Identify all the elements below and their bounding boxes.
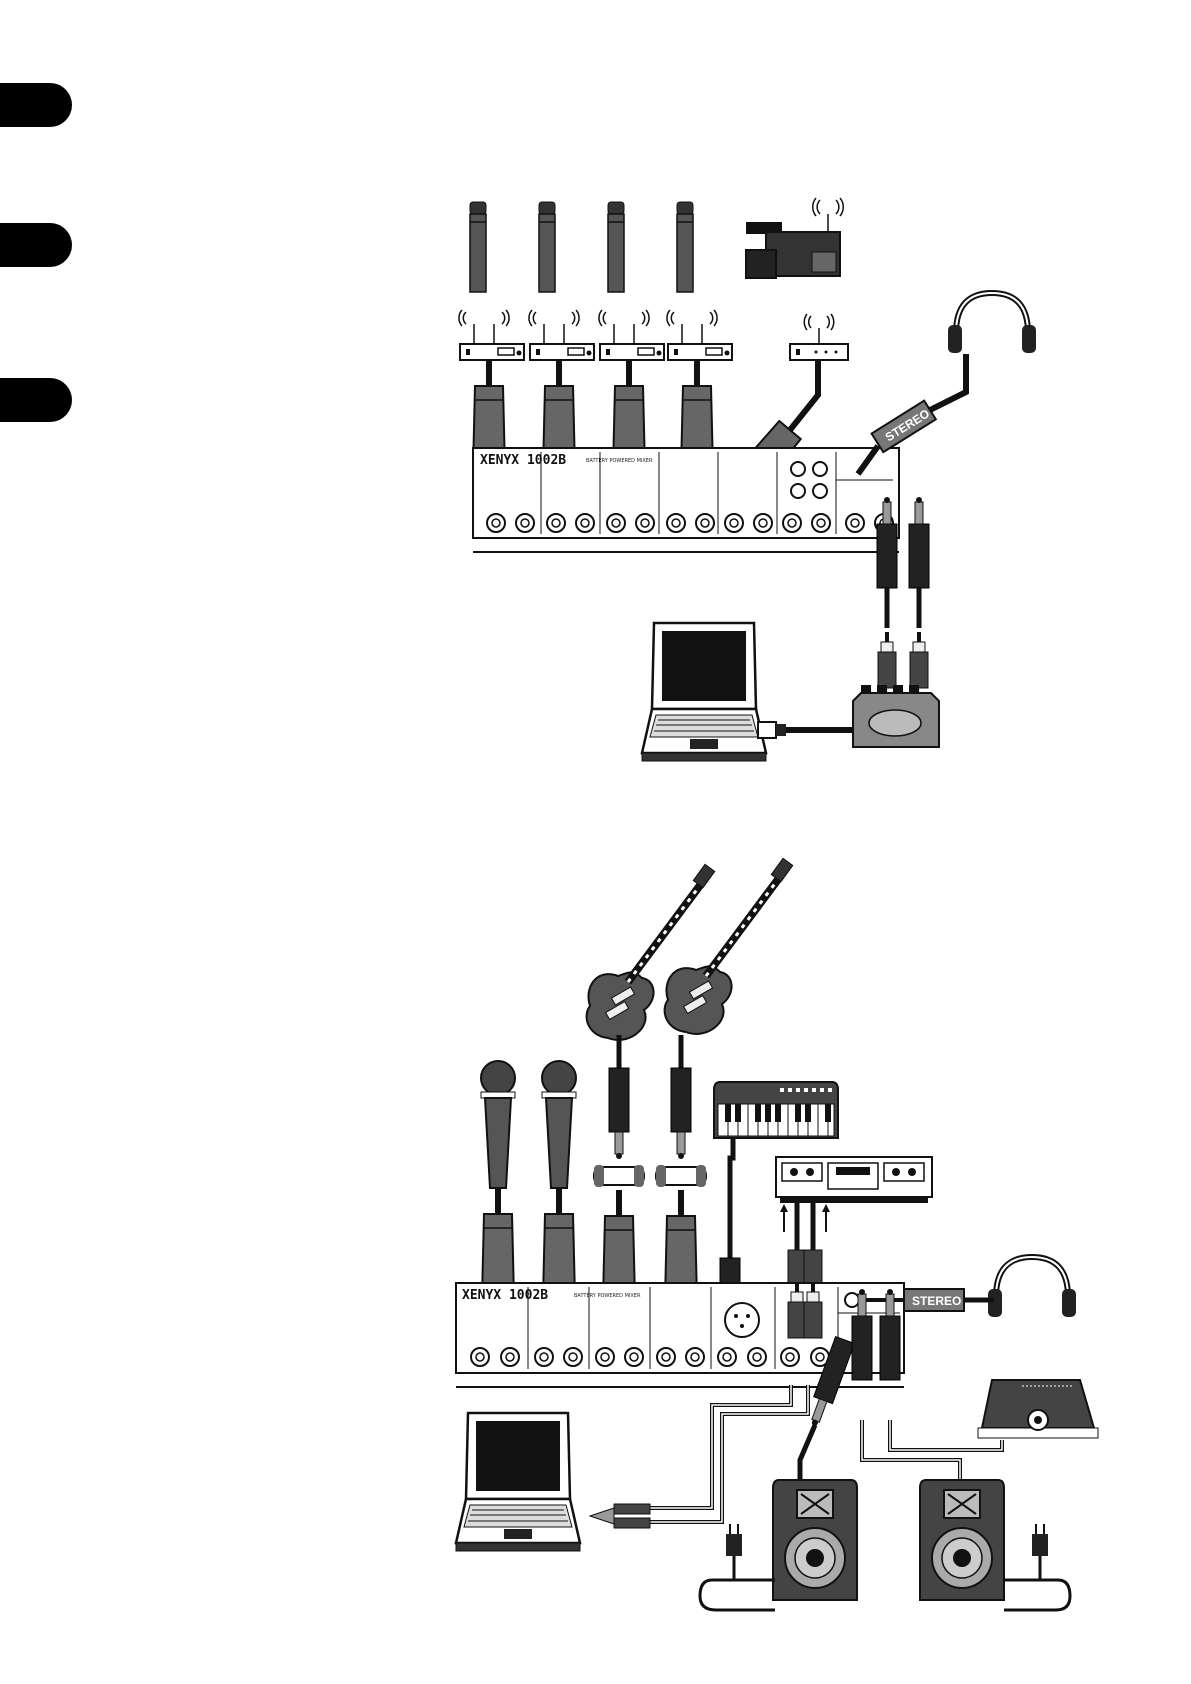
speaker-icon: [920, 1480, 1004, 1600]
power-plug-icon: [1004, 1524, 1070, 1610]
wireless-receiver-icon: [599, 310, 664, 360]
microphone-icon: [481, 1061, 515, 1188]
mixer-brand-label: XENYX 1002B: [462, 1288, 548, 1303]
adapter-icon: [656, 1165, 706, 1187]
wireless-mic-icon: [608, 202, 624, 292]
usb-audio-interface-icon: [853, 685, 939, 747]
wireless-mic-icon: [539, 202, 555, 292]
camera-receiver-icon: [790, 314, 848, 360]
top-diagram: XENYX 1002B BATTERY POWERED MIXER: [459, 198, 1036, 761]
wireless-receiver-icon: [667, 310, 732, 360]
adapter-icon: [594, 1165, 644, 1187]
mixer-top: XENYX 1002B BATTERY POWERED MIXER: [473, 448, 899, 552]
wireless-mic-icon: [677, 202, 693, 292]
laptop-icon: [642, 623, 766, 761]
rca-to-mini-adapter-icon: [590, 1504, 650, 1528]
mixer-brand-label: XENYX 1002B: [480, 453, 566, 468]
cassette-deck-icon: [776, 1157, 932, 1203]
camcorder-icon: [746, 198, 843, 278]
stage-monitor-icon: [978, 1380, 1098, 1438]
keyboard-icon: [714, 1082, 838, 1138]
mixer-caption-label: BATTERY POWERED MIXER: [586, 458, 653, 464]
bottom-diagram: XENYX 1002B BATTERY POWERED MIXER: [456, 858, 1098, 1610]
electric-guitar-icon: [665, 858, 793, 1034]
power-plug-icon: [700, 1524, 775, 1610]
headphones-icon: [988, 1257, 1076, 1317]
laptop-icon: [456, 1413, 580, 1551]
wireless-mic-icon: [470, 202, 486, 292]
mixer-caption-label: BATTERY POWERED MIXER: [574, 1293, 641, 1299]
wireless-receiver-icon: [459, 310, 524, 360]
stereo-plug-label: STEREO: [912, 1294, 961, 1308]
headphones-icon: [948, 293, 1036, 353]
microphone-icon: [542, 1061, 576, 1188]
speaker-icon: [773, 1480, 857, 1600]
wireless-receiver-icon: [529, 310, 594, 360]
